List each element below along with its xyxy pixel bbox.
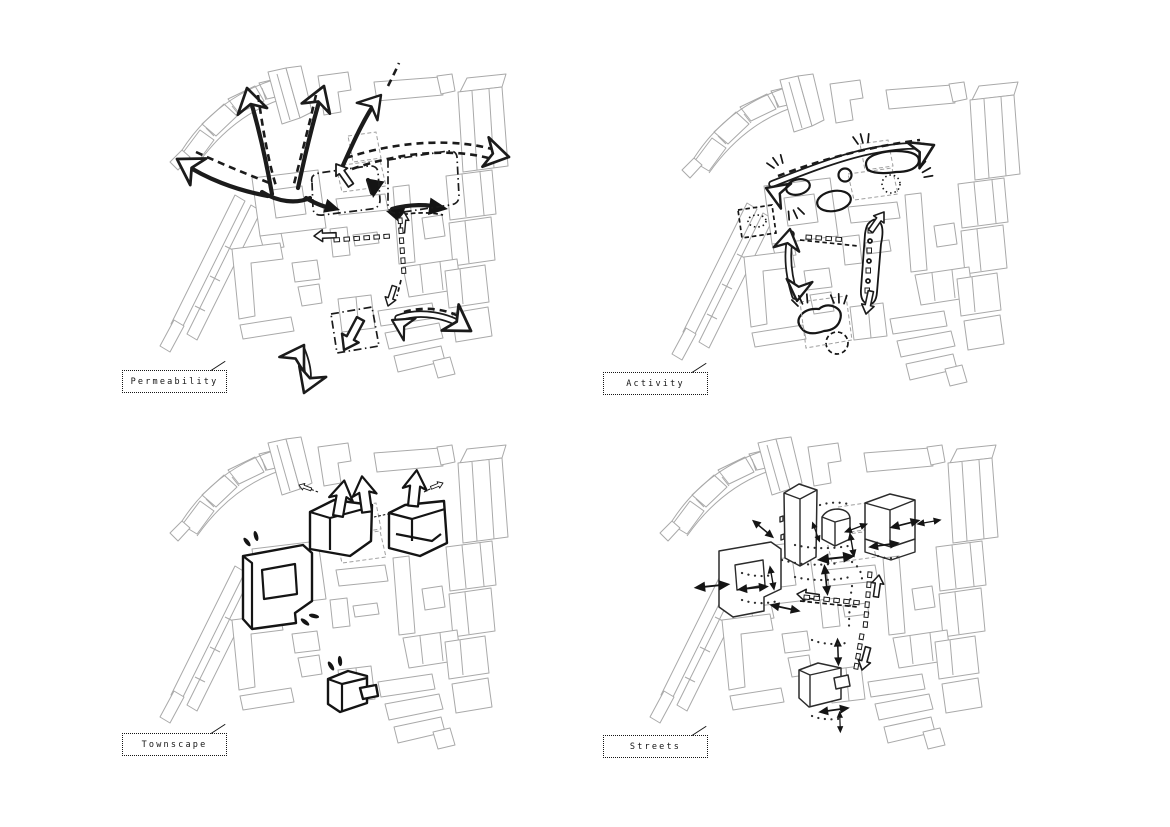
- dashed-routes: [195, 62, 514, 187]
- view-dashed-arrows: [297, 479, 445, 518]
- street-market-routes: [799, 571, 873, 670]
- activity-route-arrows: [759, 130, 942, 304]
- activity-annotations: [737, 130, 942, 355]
- label-box-townscape: Townscape: [122, 723, 227, 756]
- label-box-streets: Streets: [603, 725, 708, 758]
- market-route: [333, 217, 407, 297]
- site-boundary-loops: [310, 150, 460, 216]
- activity-dot-trails: [740, 501, 904, 721]
- south-tube-arrows: [278, 303, 481, 400]
- label-text-permeability: Permeability: [130, 376, 219, 387]
- proposed-buildings: [718, 483, 916, 708]
- streets-annotations: [692, 483, 943, 734]
- site-square: [330, 306, 380, 356]
- permeability-annotations: [167, 62, 514, 400]
- label-box-permeability: Permeability: [122, 360, 227, 393]
- label-text-townscape: Townscape: [141, 739, 208, 750]
- bold-buildings: [241, 498, 449, 714]
- label-box-activity: Activity: [603, 362, 708, 395]
- activity-blobs: [737, 149, 920, 355]
- base-map-activity: [671, 73, 1021, 387]
- townscape-annotations: [241, 467, 449, 714]
- label-text-activity: Activity: [626, 378, 685, 389]
- label-text-streets: Streets: [629, 741, 682, 752]
- movement-arrows: [167, 79, 393, 217]
- market-loop: [799, 207, 890, 317]
